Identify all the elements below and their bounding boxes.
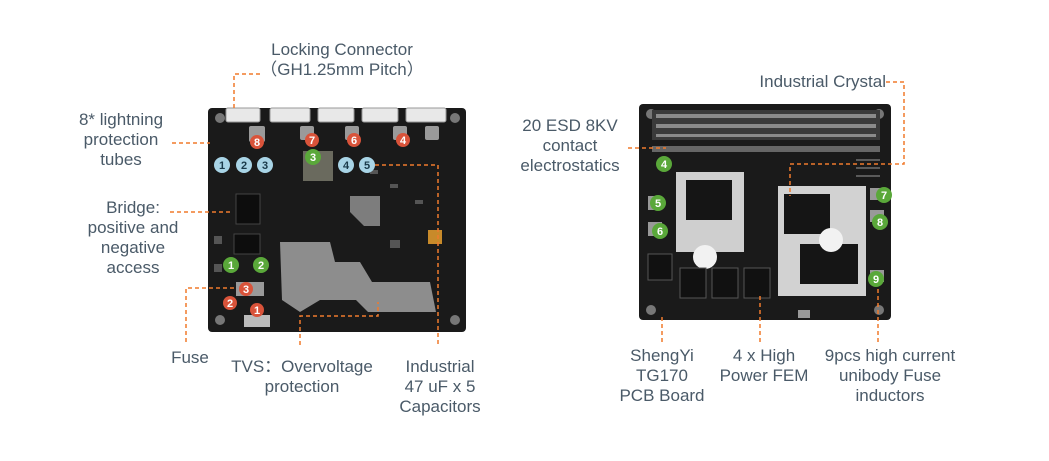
label-esd: 20 ESD 8KV contact electrostatics [520,116,620,175]
badge: 6 [347,133,361,147]
badge: 4 [396,133,410,147]
badge: 1 [223,257,239,273]
label-tvs: TVS：Overvoltage protection [231,357,373,396]
badge: 8 [872,214,888,230]
badge: 2 [253,257,269,273]
badge-text: 1 [254,305,260,317]
label-fem: 4 x High Power FEM [719,346,809,385]
badge-text: 2 [258,260,264,272]
badge: 6 [652,223,668,239]
badge: 1 [250,303,264,317]
badge: 3 [257,157,273,173]
badge-text: 4 [661,159,668,171]
badges: 1 2 3 3 4 5 6 7 8 1 2 1 2 3 4 4 5 6 7 8 … [214,133,892,317]
badge-text: 7 [881,190,887,202]
label-lightning-tubes: 8* lightning protection tubes [78,110,164,169]
badge-text: 2 [227,298,233,310]
badge: 3 [239,282,253,296]
right-board [639,104,891,320]
left-board [208,107,466,332]
badge-text: 3 [243,284,249,296]
badge-text: 8 [877,217,883,229]
badge: 4 [656,156,672,172]
label-inductors: 9pcs high current unibody Fuse inductors [824,346,956,405]
label-fuse: Fuse [171,348,209,367]
badge-text: 6 [351,135,357,147]
badge: 2 [236,157,252,173]
badge-text: 1 [219,160,225,172]
badge: 5 [359,157,375,173]
badge-text: 7 [309,135,315,147]
badge: 5 [650,195,666,211]
badge-text: 9 [873,274,879,286]
label-capacitors: Industrial 47 uF x 5 Capacitors [399,357,481,416]
badge-text: 3 [262,160,268,172]
badge-text: 5 [364,160,370,172]
badge-text: 6 [657,226,663,238]
badge: 1 [214,157,230,173]
badge: 3 [305,149,321,165]
badge: 8 [250,135,264,149]
badge-text: 3 [310,152,316,164]
badge: 2 [223,296,237,310]
label-bridge: Bridge: positive and negative access [87,198,179,277]
badge-text: 8 [254,137,260,149]
label-crystal: Industrial Crystal [759,72,886,91]
badge: 7 [876,187,892,203]
badge: 4 [338,157,354,173]
badge-text: 2 [241,160,247,172]
badge-text: 1 [228,260,234,272]
leader-lines [170,73,905,345]
badge-text: 4 [343,160,350,172]
badge: 9 [868,271,884,287]
label-pcb: ShengYi TG170 PCB Board [619,346,705,405]
badge-text: 5 [655,198,661,210]
label-locking-connector: Locking Connector （GH1.25mm Pitch） [260,40,424,79]
badge: 7 [305,133,319,147]
badge-text: 4 [400,135,407,147]
